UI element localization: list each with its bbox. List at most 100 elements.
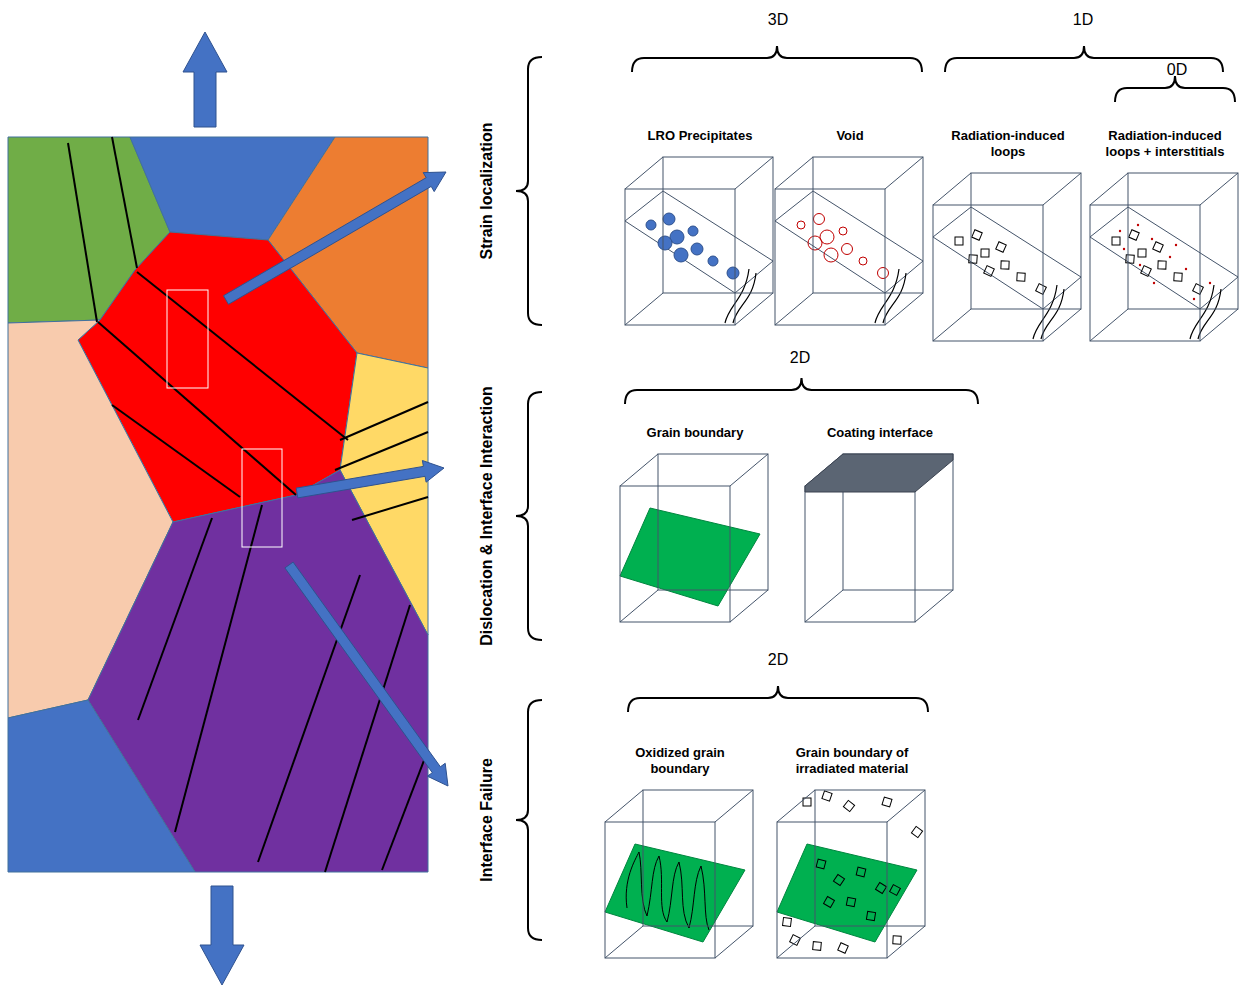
cube-edge xyxy=(663,157,773,293)
brace xyxy=(625,378,978,404)
void xyxy=(814,214,825,225)
cube-edge xyxy=(887,926,925,958)
void xyxy=(839,227,847,235)
dislocation-loop xyxy=(1174,273,1182,281)
void xyxy=(859,257,867,265)
grains xyxy=(8,137,428,872)
brace xyxy=(516,392,542,640)
cube-edge xyxy=(605,790,643,822)
dislocation-loop xyxy=(969,255,978,264)
dislocation-loop xyxy=(1001,261,1009,269)
slip-line xyxy=(258,575,360,862)
dislocation-line xyxy=(1041,289,1064,339)
precipitate xyxy=(688,226,698,236)
cube-edge xyxy=(885,293,923,325)
cube-edge xyxy=(1090,309,1128,341)
cube-edge xyxy=(805,486,915,622)
interstitial xyxy=(1209,282,1211,284)
dislocation-loop xyxy=(846,897,855,906)
arrow xyxy=(224,172,447,304)
cube-edge xyxy=(885,157,923,189)
unit-cell xyxy=(932,172,1084,344)
precipitate xyxy=(708,256,718,266)
dislocation-loop xyxy=(890,885,901,896)
unit-cell xyxy=(804,453,956,625)
dislocation-loop xyxy=(1138,249,1146,257)
dislocation-loop xyxy=(1017,273,1025,281)
brace xyxy=(632,46,922,72)
cube-edge xyxy=(1043,309,1081,341)
cube-edge xyxy=(1128,173,1238,309)
grain-boundary-plane xyxy=(777,844,917,942)
panel: LRO Precipitates xyxy=(617,128,783,328)
dislocation-loop xyxy=(1141,266,1152,277)
panel: Coating interface xyxy=(800,425,960,625)
slip-line xyxy=(340,402,428,440)
precipitate xyxy=(658,236,672,250)
precipitate xyxy=(727,267,739,279)
cube-edge xyxy=(1090,173,1128,205)
slip-line xyxy=(112,137,137,268)
interstitial xyxy=(1151,238,1153,240)
cube-edge xyxy=(777,822,887,958)
void xyxy=(842,244,853,255)
dislocation-loop xyxy=(955,237,963,245)
void xyxy=(878,268,889,279)
unit-cell xyxy=(774,156,926,328)
dimension-label: 1D xyxy=(1073,11,1093,29)
cube-edge xyxy=(1200,309,1238,341)
slip-plane xyxy=(775,191,923,293)
grain xyxy=(8,700,195,872)
unit-cell xyxy=(624,156,776,328)
dislocation-loop xyxy=(843,800,854,811)
cube-edge xyxy=(605,822,715,958)
interstitial xyxy=(1119,230,1121,232)
dislocation-loop xyxy=(824,897,835,908)
arrow xyxy=(285,562,448,786)
slip-plane xyxy=(625,191,773,293)
grain-boundary-plane xyxy=(605,844,745,942)
cube-edge xyxy=(620,590,658,622)
panel: Radiation-induced loops xyxy=(932,128,1084,344)
row-label: Interface Failure xyxy=(478,758,496,882)
dislocation-loop xyxy=(1129,230,1139,240)
slip-line xyxy=(112,405,240,497)
interstitial xyxy=(1137,224,1139,226)
panel: Radiation-induced loops + interstitials xyxy=(1088,128,1242,344)
dislocation-loop xyxy=(822,791,832,801)
brace xyxy=(516,700,542,940)
panel-title: LRO Precipitates xyxy=(625,128,775,144)
cube-edge xyxy=(605,926,643,958)
cube-edge xyxy=(735,293,773,325)
precipitate xyxy=(674,248,688,262)
dislocation-loop xyxy=(1193,284,1204,295)
cube-edge xyxy=(777,926,815,958)
panel-title: Void xyxy=(775,128,925,144)
unit-cell xyxy=(604,789,756,961)
dislocation-loop xyxy=(875,882,886,893)
cube-edge xyxy=(715,926,753,958)
interstitial xyxy=(1169,256,1171,258)
dislocation-loop xyxy=(996,242,1007,253)
panel-title: Oxidized grain boundary xyxy=(620,745,740,777)
dislocation-loop xyxy=(911,826,922,837)
cube-edge xyxy=(887,790,925,822)
arrow xyxy=(296,461,444,498)
interstitial xyxy=(1123,248,1125,250)
brace xyxy=(1115,76,1235,102)
zoom-window xyxy=(167,290,208,388)
slip-line xyxy=(138,518,212,720)
zoom-window xyxy=(242,449,282,547)
cube-edge xyxy=(625,293,663,325)
dislocation-line xyxy=(883,273,906,323)
dislocation-line xyxy=(1033,285,1057,339)
oxide-line xyxy=(626,852,709,930)
panel: Grain boundary xyxy=(615,425,775,625)
unit-cell xyxy=(619,453,771,625)
dislocation-line xyxy=(875,269,899,323)
dimension-label: 2D xyxy=(790,349,810,367)
cube-edge xyxy=(625,157,663,189)
panel-title: Radiation-induced loops + interstitials xyxy=(1095,128,1235,160)
